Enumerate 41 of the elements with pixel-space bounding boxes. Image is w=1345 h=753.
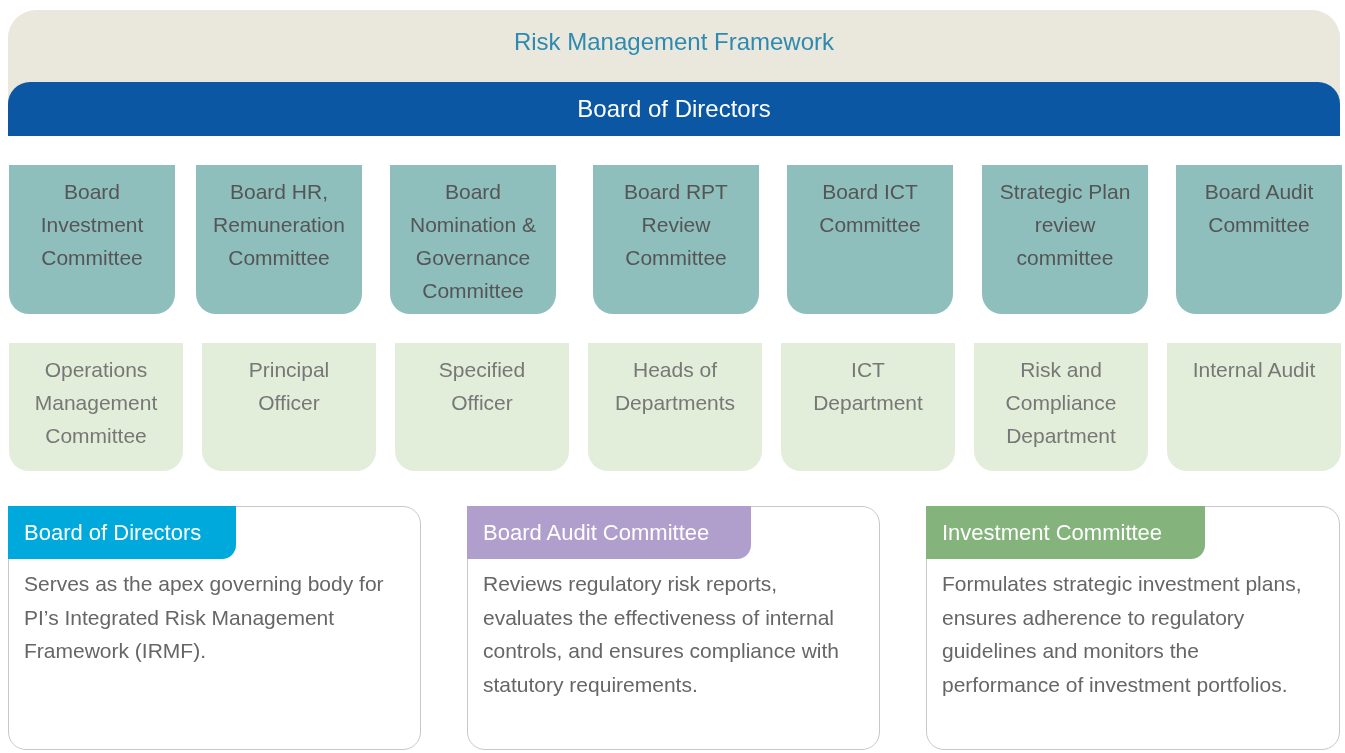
info-card	[926, 506, 1340, 750]
committee-name: Board Nomination & Governance Committee	[408, 179, 538, 304]
info-card	[8, 506, 421, 750]
card-description: Reviews regulatory risk reports, evaluates the effectiveness of internal controls, and ensures compliance with statutory requirements.	[483, 571, 840, 698]
committee-box	[196, 165, 362, 314]
committee-box	[9, 165, 175, 314]
officer-box	[395, 343, 569, 471]
officer-name: Operations Management Committee	[33, 357, 159, 449]
committee-name: Board Audit Committee	[1203, 179, 1315, 238]
committee-name: Board ICT Committee	[818, 179, 922, 238]
framework-panel	[8, 10, 1340, 136]
officer-name: Specified Officer	[437, 357, 527, 416]
committee-box	[1176, 165, 1342, 314]
officer-box	[202, 343, 376, 471]
officer-name: Principal Officer	[247, 357, 331, 416]
committee-name: Board Investment Committee	[39, 179, 145, 271]
officer-box	[781, 343, 955, 471]
officer-box	[974, 343, 1148, 471]
info-card	[467, 506, 880, 750]
officer-name: Risk and Compliance Department	[1004, 357, 1118, 449]
officer-box	[9, 343, 183, 471]
officer-name: Internal Audit	[1191, 357, 1317, 383]
committee-name: Strategic Plan review committee	[998, 179, 1132, 271]
card-heading: Investment Committee	[926, 506, 1205, 559]
committee-box	[390, 165, 556, 314]
card-heading: Board Audit Committee	[467, 506, 751, 559]
card-description: Formulates strategic investment plans, ensures adherence to regulatory guidelines and monitors the performance of investment portfolios.	[942, 571, 1303, 698]
committee-name: Board RPT Review Committee	[623, 179, 729, 271]
committee-box	[593, 165, 759, 314]
officer-name: ICT Department	[812, 357, 924, 416]
committee-name: Board HR, Remuneration Committee	[212, 179, 346, 271]
card-heading: Board of Directors	[8, 506, 236, 559]
officer-name: Heads of Departments	[613, 357, 737, 416]
header-band	[8, 82, 1340, 136]
officer-box	[588, 343, 762, 471]
officer-box	[1167, 343, 1341, 471]
card-description: Serves as the apex governing body for PI’s Integrated Risk Management Framework (IRMF).	[24, 571, 385, 664]
title-text: Risk Management Framework	[512, 27, 836, 56]
committee-box	[787, 165, 953, 314]
committee-box	[982, 165, 1148, 314]
header-text: Board of Directors	[576, 94, 772, 124]
